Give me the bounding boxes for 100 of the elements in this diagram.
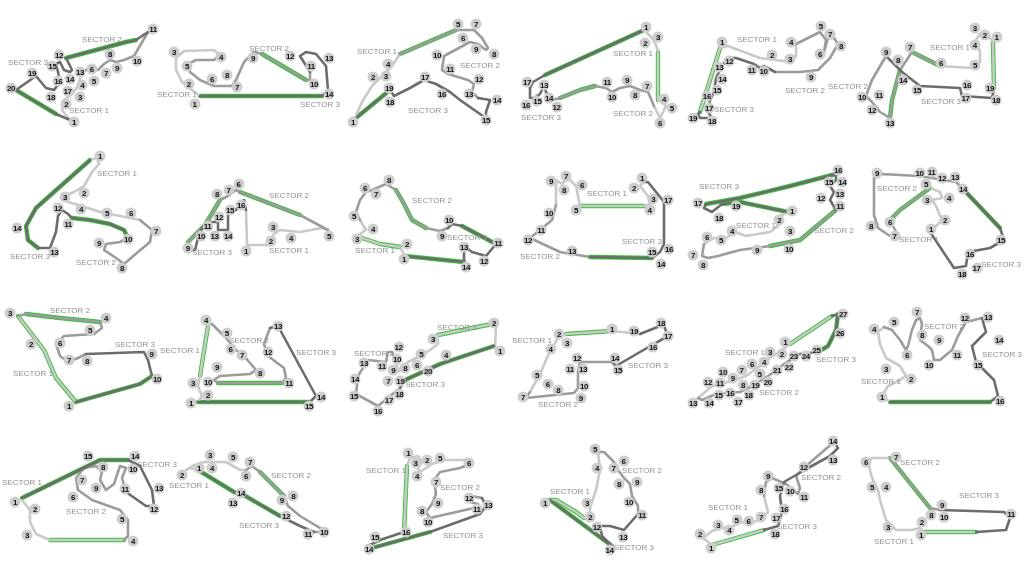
turn-number: 8 bbox=[383, 174, 395, 186]
turn-number: 13 bbox=[227, 497, 239, 509]
turn-number: 5 bbox=[221, 327, 233, 339]
turn-number: 2 bbox=[766, 49, 778, 61]
turn-number: 5 bbox=[920, 178, 932, 190]
turn-number: 4 bbox=[785, 36, 797, 48]
turn-number: 1 bbox=[915, 529, 927, 541]
turn-number: 12 bbox=[53, 49, 65, 61]
turn-number: 8 bbox=[81, 355, 93, 367]
turn-number: 15 bbox=[82, 450, 94, 462]
sector-label: SECTOR 1 bbox=[69, 105, 109, 115]
sector-label: SECTOR 3 bbox=[405, 379, 445, 389]
sector-label: SECTOR 2 bbox=[76, 257, 116, 267]
turn-number: 3 bbox=[204, 449, 216, 461]
turn-number: 5 bbox=[754, 368, 765, 379]
turn-number: 11 bbox=[62, 218, 74, 230]
turn-number: 5 bbox=[666, 102, 678, 114]
sector-label: SECTOR 3 bbox=[777, 521, 817, 531]
turn-number: 6 bbox=[125, 207, 137, 219]
turn-number: 12 bbox=[702, 376, 714, 388]
turn-number: 8 bbox=[97, 461, 109, 473]
turn-number: 10 bbox=[914, 167, 925, 179]
sector-label: SECTOR 1 bbox=[899, 234, 939, 244]
turn-number: 17 bbox=[703, 102, 715, 114]
turn-number: 25 bbox=[811, 344, 822, 356]
turn-number: 17 bbox=[692, 197, 704, 209]
turn-number: 9 bbox=[545, 175, 557, 187]
turn-number: 6 bbox=[935, 57, 947, 69]
sector-label: SECTOR 1 bbox=[874, 536, 914, 546]
turn-number: 15 bbox=[995, 234, 1007, 246]
sector-label: SECTOR 2 bbox=[412, 195, 452, 205]
turn-number: 4 bbox=[75, 203, 87, 215]
turn-number: 3 bbox=[880, 363, 892, 375]
turn-number: 15 bbox=[303, 400, 315, 412]
turn-number: 22 bbox=[783, 361, 795, 373]
turn-number: 4 bbox=[200, 314, 212, 326]
turn-number: 10 bbox=[122, 233, 134, 245]
turn-number: 5 bbox=[116, 513, 128, 525]
turn-number: 6 bbox=[233, 178, 244, 190]
sector-label: SECTOR 1 bbox=[366, 465, 406, 475]
turn-number: 12 bbox=[473, 73, 485, 85]
turn-number: 1 bbox=[606, 323, 618, 335]
turn-number: 11 bbox=[471, 503, 483, 515]
turn-number: 3 bbox=[59, 191, 71, 203]
turn-number: 17 bbox=[960, 92, 971, 104]
turn-number: 12 bbox=[571, 352, 583, 364]
turn-number: 13 bbox=[577, 363, 589, 375]
turn-number: 3 bbox=[168, 46, 180, 58]
turn-number: 23 bbox=[788, 350, 800, 362]
turn-number: 16 bbox=[701, 90, 713, 102]
sector-label: SECTOR 1 bbox=[725, 347, 765, 357]
turn-number: 4 bbox=[545, 343, 556, 355]
turn-number: 14 bbox=[460, 261, 472, 273]
turn-number: 3 bbox=[882, 521, 894, 533]
sector-label: SECTOR 3 bbox=[239, 520, 279, 530]
turn-number: 8 bbox=[629, 89, 641, 101]
sector-label: SECTOR 2 bbox=[759, 387, 799, 397]
turn-number: 8 bbox=[558, 184, 570, 196]
turn-number: 11 bbox=[873, 89, 885, 101]
turn-number: 10 bbox=[391, 353, 403, 365]
turn-number: 5 bbox=[415, 348, 427, 360]
turn-number: 2 bbox=[78, 187, 90, 199]
turn-number: 6 bbox=[67, 491, 79, 503]
turn-number: 13 bbox=[482, 499, 494, 511]
turn-number: 3 bbox=[380, 70, 392, 81]
turn-number: 4 bbox=[411, 470, 423, 482]
turn-number: 5 bbox=[323, 230, 335, 242]
turn-number: 5 bbox=[434, 452, 446, 464]
turn-number: 13 bbox=[687, 397, 699, 409]
turn-number: 7 bbox=[755, 511, 767, 523]
turn-number: 11 bbox=[535, 224, 547, 236]
turn-number: 3 bbox=[427, 333, 439, 345]
turn-number: 8 bbox=[416, 505, 428, 517]
turn-number: 11 bbox=[714, 377, 726, 389]
sector-label: SECTOR 2 bbox=[538, 399, 578, 409]
turn-number: 14 bbox=[315, 391, 327, 403]
turn-number: 10 bbox=[543, 207, 555, 219]
sector-label: SECTOR 2 bbox=[271, 470, 311, 480]
turn-number: 10 bbox=[422, 516, 434, 528]
turn-number: 13 bbox=[884, 117, 896, 129]
turn-number: 6 bbox=[618, 455, 630, 467]
turn-number: 3 bbox=[784, 53, 796, 65]
sector-label: SECTOR 3 bbox=[981, 259, 1021, 269]
turn-number: 18 bbox=[713, 212, 725, 224]
turn-number: 8 bbox=[865, 220, 877, 232]
sector-label: SECTOR 3 bbox=[521, 112, 561, 122]
sector-label: SECTOR 1 bbox=[355, 245, 395, 255]
turn-number: 3 bbox=[764, 346, 776, 358]
sector-label: SECTOR 2 bbox=[520, 251, 560, 261]
turn-number: 10 bbox=[856, 91, 868, 103]
turn-number: 14 bbox=[836, 176, 848, 188]
turn-number: 10 bbox=[443, 214, 455, 226]
turn-number: 9 bbox=[631, 476, 643, 488]
turn-number: 14 bbox=[129, 450, 141, 462]
sector-label: SECTOR 1 bbox=[512, 335, 552, 345]
turn-number: 1 bbox=[63, 400, 75, 412]
turn-number: 3 bbox=[74, 91, 86, 103]
turn-number: 7 bbox=[76, 474, 88, 486]
turn-number: 6 bbox=[463, 457, 475, 469]
turn-number: 7 bbox=[382, 375, 394, 387]
